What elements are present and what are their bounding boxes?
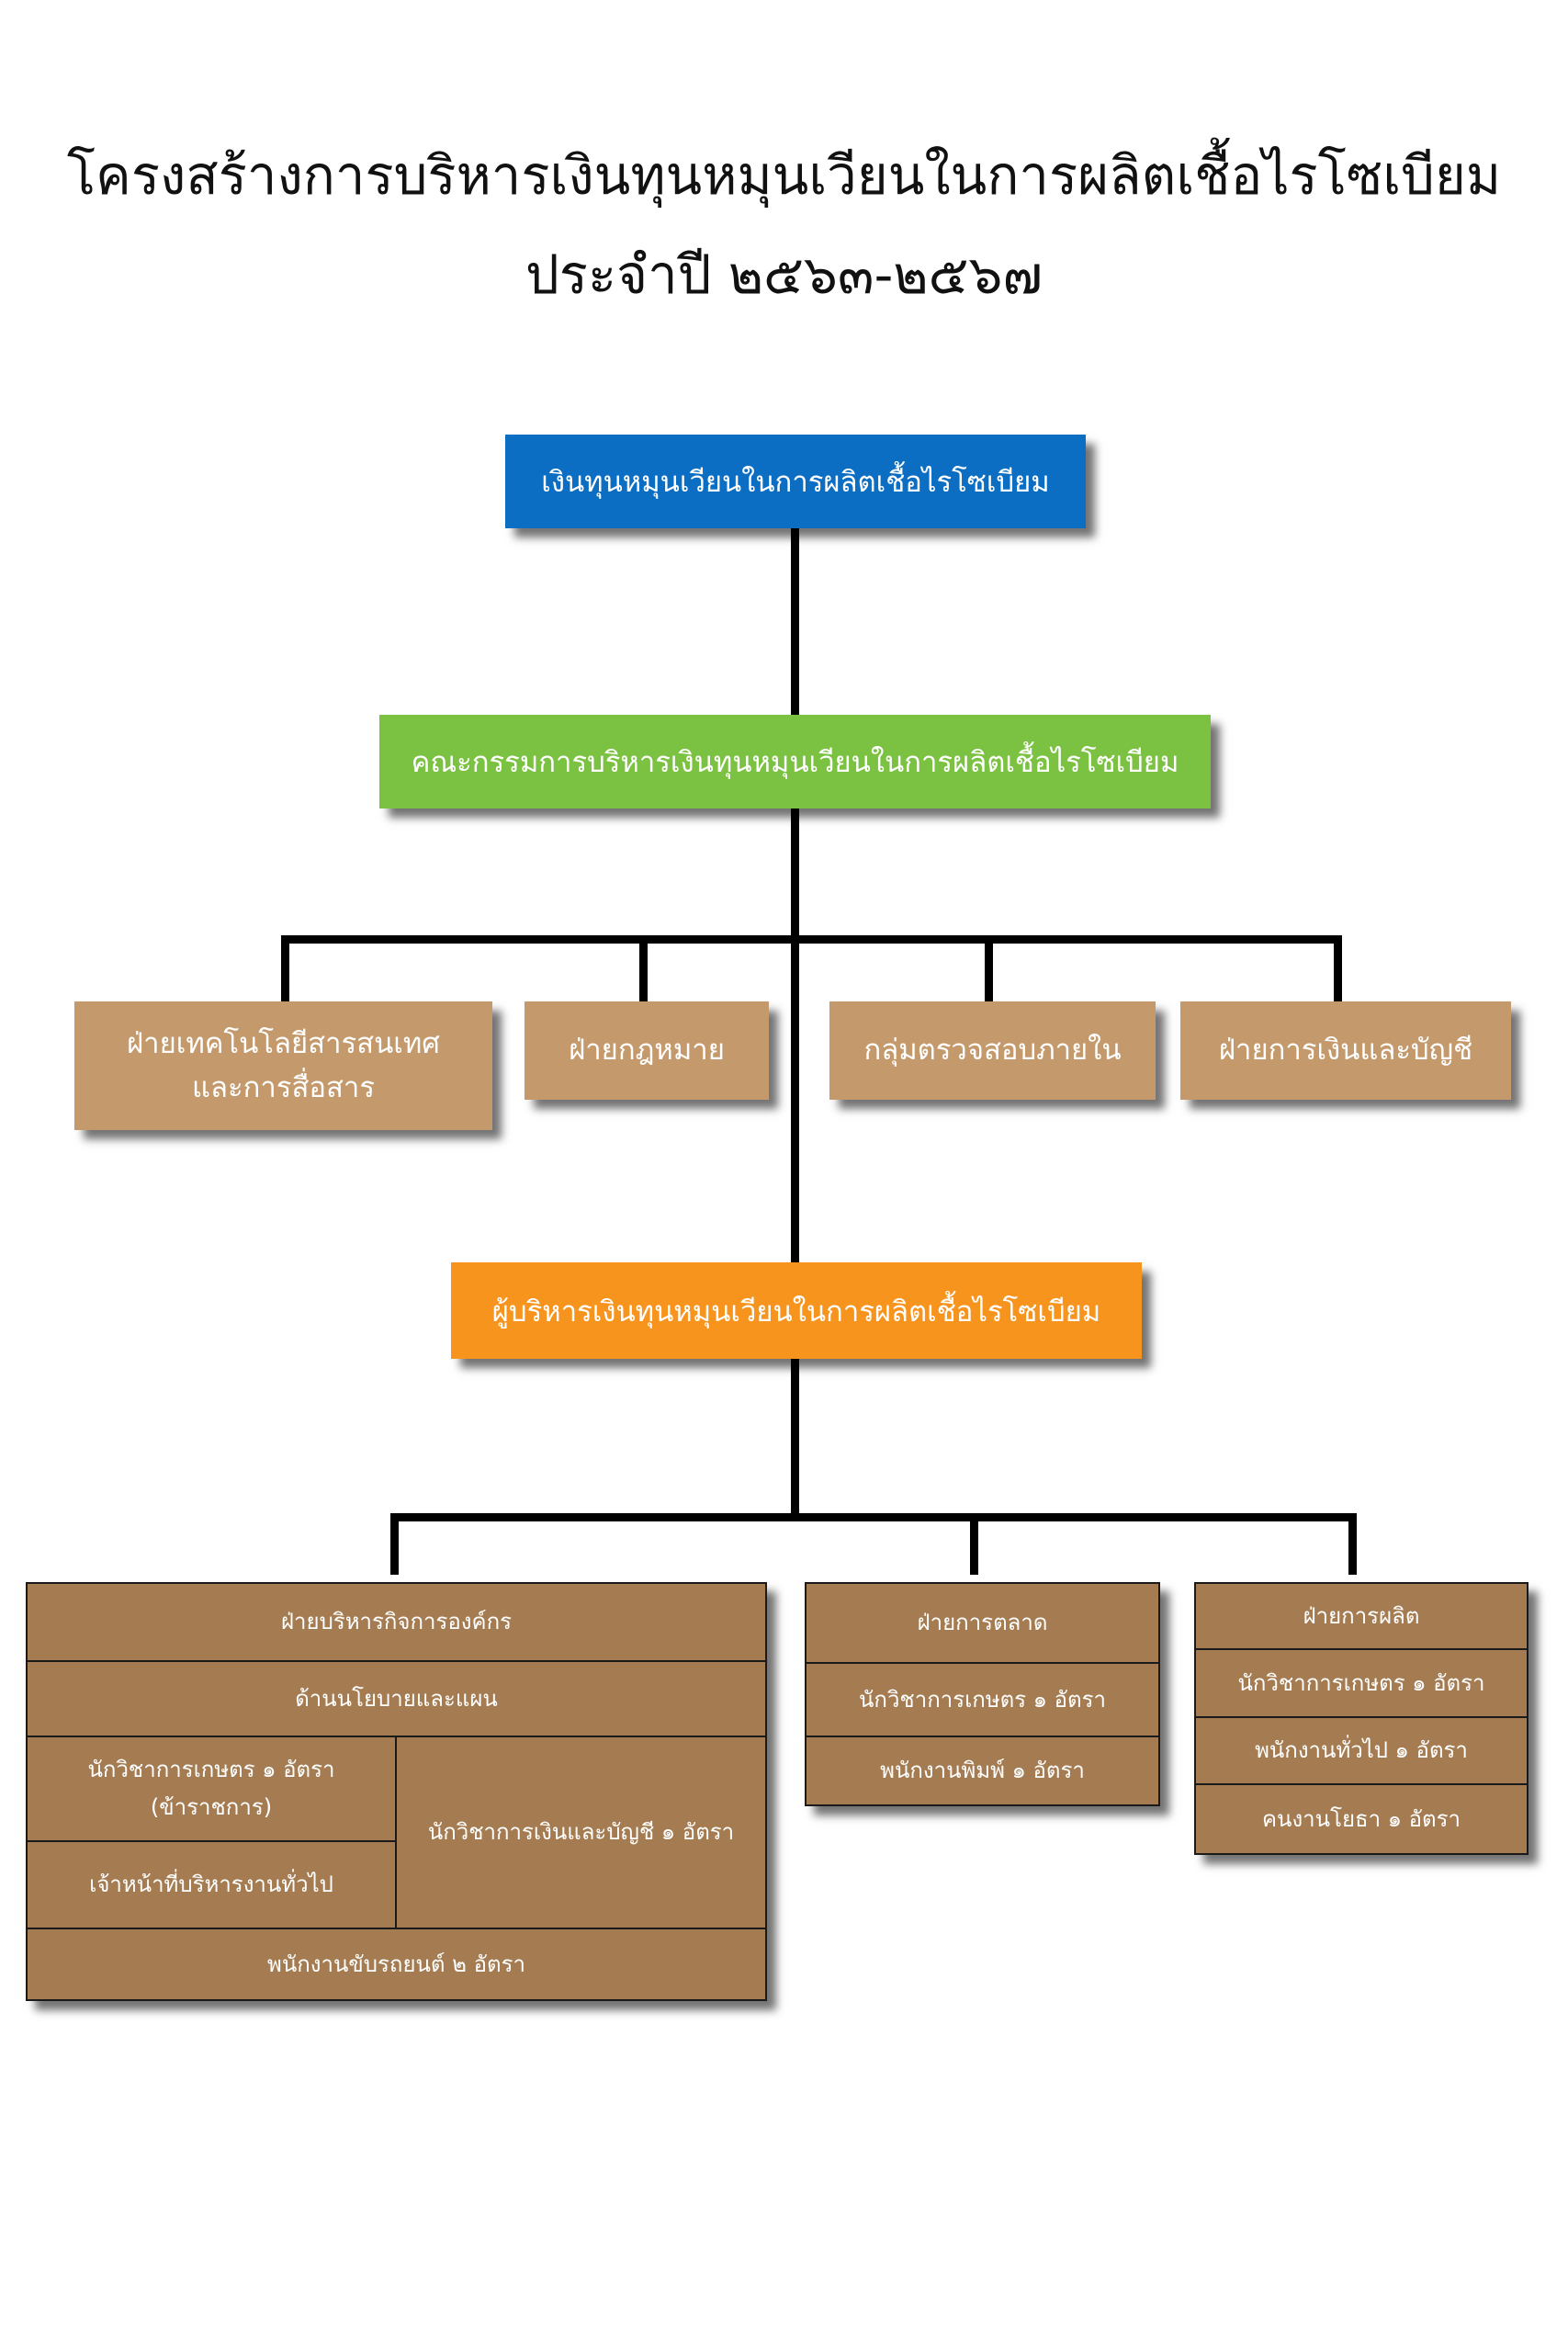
committee-box: คณะกรรมการบริหารเงินทุนหมุนเวียนในการผลิ… — [379, 715, 1211, 808]
chart-title-line1: โครงสร้างการบริหารเงินทุนหมุนเวียนในการผ… — [66, 144, 1502, 207]
support-unit-finance: ฝ่ายการเงินและบัญชี — [1180, 1001, 1511, 1100]
dept-marketing-title: ฝ่ายการตลาด — [917, 1610, 1048, 1636]
dept-admin-agri-officer-line1: นักวิชาการเกษตร ๑ อัตรา — [87, 1757, 335, 1783]
support-unit-legal-label: ฝ่ายกฎหมาย — [569, 1034, 725, 1068]
connector-dept-bar — [390, 1513, 1357, 1521]
executive-box-label: ผู้บริหารเงินทุนหมุนเวียนในการผลิตเชื้อไ… — [491, 1295, 1101, 1329]
support-unit-audit-label: กลุ่มตรวจสอบภายใน — [863, 1034, 1122, 1068]
dept-production-table: ฝ่ายการผลิต นักวิชาการเกษตร ๑ อัตรา พนัก… — [1194, 1582, 1529, 1855]
dept-production-divider — [1196, 1783, 1527, 1785]
dept-production-position: นักวิชาการเกษตร ๑ อัตรา — [1237, 1669, 1485, 1696]
dept-admin-divider — [28, 1660, 765, 1662]
support-unit-finance-label: ฝ่ายการเงินและบัญชี — [1218, 1034, 1473, 1068]
dept-admin-table: ฝ่ายบริหารกิจการองค์กร ด้านนโยบายและแผน … — [26, 1582, 767, 2001]
connector-support-drop-4 — [1334, 935, 1342, 1001]
dept-production-position: พนักงานทั่วไป ๑ อัตรา — [1255, 1737, 1468, 1764]
dept-production-position: คนงานโยธา ๑ อัตรา — [1262, 1805, 1461, 1832]
support-unit-it: ฝ่ายเทคโนโลยีสารสนเทศ และการสื่อสาร — [74, 1001, 492, 1130]
connector-support-drop-1 — [281, 935, 289, 1001]
connector-support-bar — [281, 935, 1342, 944]
dept-admin-divider — [28, 1928, 765, 1929]
dept-admin-divider — [28, 1840, 396, 1842]
dept-marketing-table: ฝ่ายการตลาด นักวิชาการเกษตร ๑ อัตรา พนัก… — [805, 1582, 1160, 1806]
fund-box-label: เงินทุนหมุนเวียนในการผลิตเชื้อไรโซเบียม — [541, 466, 1050, 499]
dept-admin-general: เจ้าหน้าที่บริหารงานทั่วไป — [89, 1871, 333, 1898]
dept-marketing-divider — [807, 1736, 1158, 1737]
executive-box: ผู้บริหารเงินทุนหมุนเวียนในการผลิตเชื้อไ… — [451, 1262, 1142, 1359]
dept-admin-title: ฝ่ายบริหารกิจการองค์กร — [280, 1609, 512, 1635]
support-unit-legal: ฝ่ายกฎหมาย — [525, 1001, 769, 1100]
connector-dept-drop-2 — [970, 1513, 978, 1575]
dept-marketing-position: นักวิชาการเกษตร ๑ อัตรา — [859, 1686, 1106, 1713]
fund-box: เงินทุนหมุนเวียนในการผลิตเชื้อไรโซเบียม — [505, 435, 1086, 528]
dept-production-divider — [1196, 1716, 1527, 1718]
support-unit-it-line2: และการสื่อสาร — [192, 1071, 375, 1104]
connector-dept-drop-3 — [1348, 1513, 1357, 1575]
chart-title-line2: ประจำปี ๒๕๖๓-๒๕๖๗ — [525, 243, 1043, 306]
dept-production-divider — [1196, 1648, 1527, 1650]
connector-support-drop-2 — [639, 935, 648, 1001]
dept-admin-driver: พนักงานขับรถยนต์ ๒ อัตรา — [267, 1951, 525, 1977]
support-unit-audit: กลุ่มตรวจสอบภายใน — [829, 1001, 1156, 1100]
dept-production-title: ฝ่ายการผลิต — [1303, 1602, 1420, 1629]
dept-marketing-divider — [807, 1662, 1158, 1664]
dept-admin-agri-officer: นักวิชาการเกษตร ๑ อัตรา (ข้าราชการ) — [28, 1737, 395, 1840]
dept-marketing-position: พนักงานพิมพ์ ๑ อัตรา — [880, 1758, 1085, 1784]
support-unit-it-line1: ฝ่ายเทคโนโลยีสารสนเทศ — [127, 1026, 440, 1060]
dept-admin-finance-officer: นักวิชาการเงินและบัญชี ๑ อัตรา — [427, 1819, 735, 1846]
dept-admin-divider — [395, 1736, 397, 1929]
connector-support-drop-3 — [985, 935, 993, 1001]
dept-admin-agri-officer-line2: (ข้าราชการ) — [150, 1794, 273, 1820]
dept-admin-policy: ด้านนโยบายและแผน — [295, 1685, 498, 1712]
connector-dept-drop-1 — [390, 1513, 399, 1575]
committee-box-label: คณะกรรมการบริหารเงินทุนหมุนเวียนในการผลิ… — [411, 746, 1179, 779]
connector-main-trunk — [791, 526, 799, 1519]
